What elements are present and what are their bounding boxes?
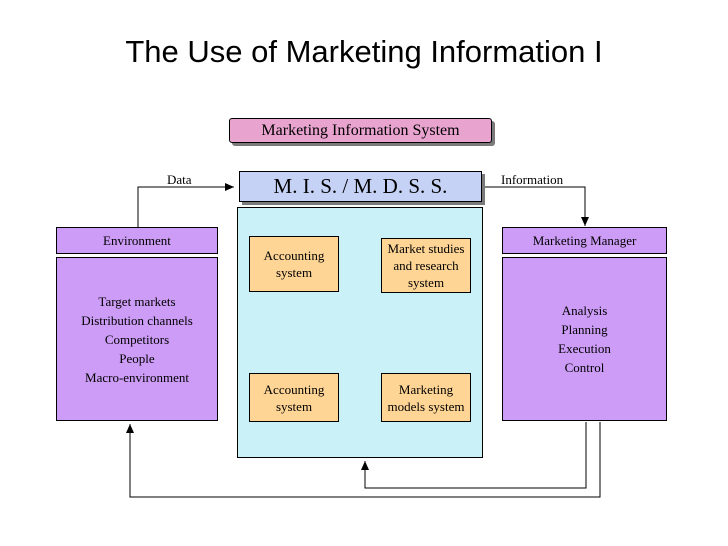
manager-item: Control — [564, 360, 605, 375]
market-studies-line1: Market studies — [387, 241, 465, 256]
accounting-system-top: Accounting system — [249, 236, 339, 292]
marketing-manager-list: Analysis Planning Execution Control — [502, 257, 667, 421]
marketing-models-line1: Marketing — [398, 381, 454, 397]
environment-item: Macro-environment — [85, 369, 189, 385]
page-title: The Use of Marketing Information I — [125, 34, 603, 69]
manager-item: Execution — [558, 341, 611, 356]
feedback-arrow-environment — [126, 422, 601, 498]
information-arrow — [483, 186, 589, 226]
market-studies-line3: system — [407, 275, 445, 290]
accounting-top-line1: Accounting — [263, 248, 325, 263]
manager-item: Planning — [561, 322, 608, 337]
accounting-top-line2: system — [275, 265, 313, 280]
accounting-bottom-line2: system — [275, 398, 313, 414]
environment-list: Target markets Distribution channels Com… — [56, 257, 218, 421]
accounting-system-bottom: Accounting system — [249, 373, 339, 422]
feedback-arrow-mis — [361, 422, 587, 489]
market-studies-research-system: Market studies and research system — [381, 238, 471, 293]
environment-item: People — [119, 350, 155, 366]
mis-header: M. I. S. / M. D. S. S. — [239, 171, 482, 202]
environment-header: Environment — [56, 227, 218, 254]
data-arrow — [137, 183, 234, 227]
information-label: Information — [501, 172, 564, 187]
manager-item: Analysis — [561, 303, 608, 318]
accounting-bottom-line1: Accounting — [263, 381, 325, 397]
data-label: Data — [167, 172, 192, 187]
mis-banner: Marketing Information System — [229, 118, 492, 143]
marketing-models-system: Marketing models system — [381, 373, 471, 422]
market-studies-line2: and research — [393, 258, 459, 273]
marketing-models-line2: models system — [387, 398, 465, 414]
environment-item: Competitors — [104, 331, 170, 347]
marketing-manager-header: Marketing Manager — [502, 227, 667, 254]
environment-item: Distribution channels — [81, 312, 193, 328]
environment-item: Target markets — [98, 293, 176, 309]
